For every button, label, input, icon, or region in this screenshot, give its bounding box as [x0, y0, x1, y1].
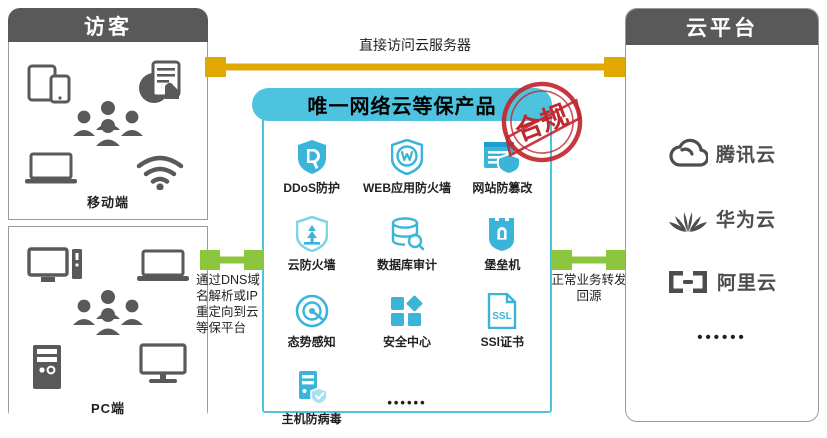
- product-security-center[interactable]: 安全中心: [359, 290, 454, 361]
- cloud-provider-tencent[interactable]: 腾讯云: [668, 138, 776, 168]
- product-label: 云防火墙: [287, 258, 336, 272]
- bastion-lock-icon: [488, 213, 516, 255]
- left-flow-label: 通过DNS域名解析或IP重定向到云等保平台: [196, 273, 260, 335]
- svg-text:SSL: SSL: [493, 311, 512, 322]
- tablet-phone-icon: [27, 64, 73, 104]
- cloud-header-label: 云平台: [686, 17, 758, 40]
- product-label: 主机防病毒: [281, 412, 342, 426]
- product-grid: DDoS防护 WEB应用防火墙: [264, 136, 550, 438]
- cloud-provider-list: 腾讯云 华为云: [626, 45, 818, 421]
- visitor-panel: 访客: [8, 8, 208, 422]
- right-flow-label: 正常业务转发回源: [551, 273, 627, 303]
- product-title-label: 唯一网络云等保产品: [307, 96, 497, 118]
- product-label: 安全中心: [382, 335, 431, 349]
- cloud-provider-name: 腾讯云: [715, 144, 776, 166]
- mobile-zone-label: 移动端: [86, 195, 129, 210]
- mobile-zone: 移动端: [8, 42, 208, 220]
- people-group-icon: [66, 289, 150, 335]
- product-situational-awareness[interactable]: 态势感知: [264, 290, 359, 361]
- product-cloud-firewall[interactable]: 云防火墙: [264, 213, 359, 284]
- product-label: DDoS防护: [283, 181, 340, 195]
- product-ddos[interactable]: DDoS防护: [264, 136, 359, 207]
- wifi-icon: [135, 154, 185, 190]
- visitor-panel-header: 访客: [8, 8, 208, 44]
- cloud-provider-huawei[interactable]: 华为云: [668, 202, 776, 234]
- product-anti-tamper[interactable]: 网站防篡改: [455, 136, 550, 207]
- aliyun-cloud-logo: [667, 269, 709, 295]
- product-db-audit[interactable]: 数据库审计: [359, 213, 454, 284]
- people-group-icon: [66, 100, 150, 146]
- host-antivirus-icon: [296, 367, 328, 409]
- tencent-cloud-logo: [668, 138, 708, 168]
- cloud-panel-header: 云平台: [626, 9, 818, 45]
- product-waf[interactable]: WEB应用防火墙: [359, 136, 454, 207]
- shield-w-icon: [390, 136, 423, 178]
- pc-zone-label: PC端: [90, 401, 126, 416]
- monitor-icon: [139, 343, 187, 385]
- right-flow-arrow: [552, 250, 626, 270]
- top-flow-arrow: [205, 57, 625, 77]
- visitor-header-label: 访客: [84, 16, 132, 39]
- desktop-tower-icon: [27, 247, 85, 285]
- laptop-icon: [25, 152, 77, 186]
- product-label: 网站防篡改: [472, 181, 533, 195]
- product-host-antivirus[interactable]: 主机防病毒: [264, 367, 359, 438]
- cloud-provider-name: 阿里云: [716, 273, 777, 294]
- product-label: WEB应用防火墙: [362, 181, 451, 195]
- grid-blocks-icon: [390, 290, 424, 332]
- product-label: 数据库审计: [376, 258, 437, 272]
- product-label: 堡垒机: [484, 258, 521, 272]
- product-label: SSl证书: [480, 335, 524, 349]
- shield-d-icon: [297, 136, 327, 178]
- product-panel: DDoS防护 WEB应用防火墙: [262, 108, 552, 426]
- server-tower-icon: [31, 343, 65, 391]
- top-flow-label: 直接访问云服务器: [359, 37, 471, 53]
- pc-zone: PC端: [8, 226, 208, 422]
- ssl-document-icon: SSL: [487, 290, 517, 332]
- page-shield-icon: [483, 136, 522, 178]
- product-more-dots: ••••••: [387, 395, 427, 410]
- cloud-provider-aliyun[interactable]: 阿里云: [667, 268, 777, 295]
- radar-icon: [295, 290, 329, 332]
- product-bastion[interactable]: 堡垒机: [455, 213, 550, 284]
- shield-firewall-icon: [295, 213, 328, 255]
- cloud-panel: 云平台 腾讯云: [625, 8, 819, 422]
- database-search-icon: [389, 213, 425, 255]
- product-ssl[interactable]: SSL SSl证书: [455, 290, 550, 361]
- hand-tablet-icon: [135, 60, 185, 106]
- left-flow-arrow: [200, 250, 264, 270]
- laptop-icon: [137, 249, 189, 283]
- product-grid-filler: [455, 367, 550, 438]
- huawei-cloud-logo: [668, 202, 708, 234]
- product-title-pill: 唯一网络云等保产品: [252, 88, 552, 121]
- cloud-provider-name: 华为云: [715, 209, 776, 231]
- cloud-more-dots: ••••••: [697, 329, 747, 346]
- product-label: 态势感知: [287, 335, 336, 349]
